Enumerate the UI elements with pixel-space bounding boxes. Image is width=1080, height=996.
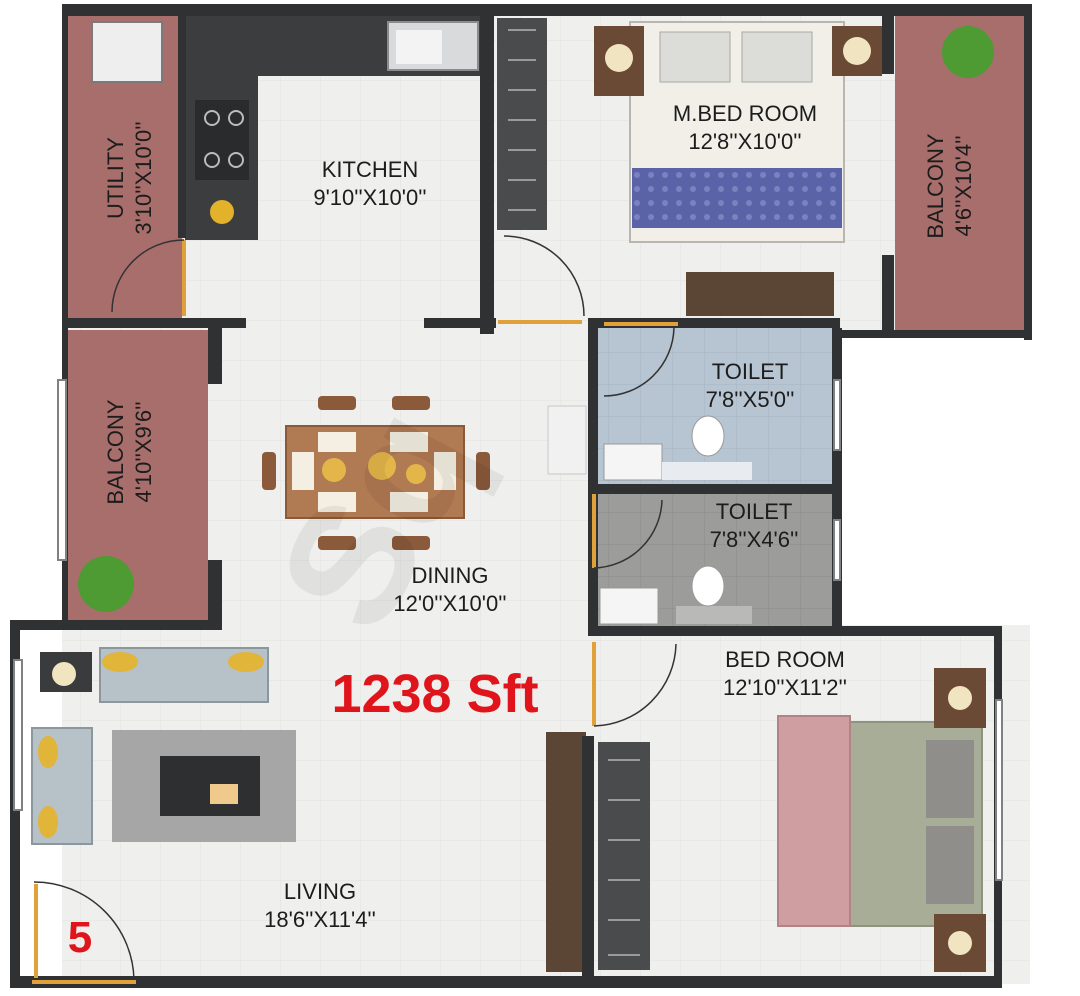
lamp <box>605 44 633 72</box>
room-name: BED ROOM <box>725 647 845 672</box>
bedroom-tv-unit <box>546 732 586 972</box>
washing-machine <box>91 21 163 83</box>
cushion <box>102 652 138 672</box>
room-label-kitchen: KITCHEN 9'10''X10'0'' <box>280 156 460 212</box>
burner <box>204 110 220 126</box>
tv-unit-lamp <box>52 662 76 686</box>
dining-chairs <box>262 396 490 550</box>
dining-centerpiece <box>368 452 396 480</box>
toilet-2-vanity <box>599 587 659 625</box>
kitchen-sink-basin <box>396 30 442 64</box>
room-size: 12'0''X10'0'' <box>393 591 507 616</box>
room-name: TOILET <box>715 499 793 524</box>
bedroom-bed-quilt <box>777 715 851 927</box>
bedroom-bed-pillow <box>926 740 974 818</box>
room-name: BALCONY <box>923 133 948 239</box>
room-name: TOILET <box>711 359 789 384</box>
bedroom-bed-pillow <box>926 826 974 904</box>
lamp <box>948 686 972 710</box>
toilet-1-wc <box>691 415 725 457</box>
lamp <box>948 931 972 955</box>
dining-plates <box>292 432 456 512</box>
room-size: 7'8''X5'0'' <box>705 387 795 412</box>
room-label-master-bedroom: M.BED ROOM 12'8''X10'0'' <box>640 100 850 156</box>
room-size: 12'10''X11'2'' <box>723 675 847 700</box>
wardrobe-bedroom <box>598 742 650 970</box>
room-name: BALCONY <box>103 399 128 505</box>
master-bed-pillow <box>741 31 813 83</box>
room-name: UTILITY <box>103 137 128 219</box>
room-size: 7'8''X4'6'' <box>709 527 799 552</box>
floor-right-empty <box>840 335 1080 625</box>
cushion <box>228 652 264 672</box>
kitchen-counter <box>185 16 485 240</box>
room-size: 12'8''X10'0'' <box>688 129 802 154</box>
plant <box>78 556 134 612</box>
lamp <box>843 37 871 65</box>
area-label: 1238 Sft <box>331 664 539 724</box>
room-label-living: LIVING 18'6''X11'4'' <box>220 878 420 934</box>
windows <box>13 379 1003 881</box>
room-name: M.BED ROOM <box>672 101 818 126</box>
wardrobe-master <box>497 18 547 230</box>
room-label-balcony-left: BALCONY 4'10''X9'6'' <box>102 352 158 552</box>
plant <box>942 26 994 78</box>
burner <box>228 152 244 168</box>
room-label-dining: DINING 12'0''X10'0'' <box>360 562 540 618</box>
room-name: DINING <box>411 563 489 588</box>
burner <box>228 110 244 126</box>
wash-basin <box>547 405 587 475</box>
toilet-2-counter <box>676 606 752 624</box>
room-label-toilet-2: TOILET 7'8''X4'6'' <box>674 498 834 554</box>
room-size: 18'6''X11'4'' <box>264 907 376 932</box>
room-label-toilet-1: TOILET 7'8''X5'0'' <box>670 358 830 414</box>
cushion <box>38 736 58 768</box>
cushion <box>38 806 58 838</box>
master-bed-pillow <box>659 31 731 83</box>
unit-number: 5 <box>67 913 93 962</box>
master-bed-quilt <box>632 168 842 228</box>
toilet-1-vanity <box>603 443 663 481</box>
room-size: 9'10''X10'0'' <box>313 185 427 210</box>
room-label-bedroom: BED ROOM 12'10''X11'2'' <box>680 646 890 702</box>
doors <box>32 235 678 984</box>
dining-centerpiece <box>322 458 346 482</box>
coffee-table-book <box>210 784 238 804</box>
wardrobe-master-hangers <box>508 29 536 211</box>
dining-centerpiece <box>406 464 426 484</box>
room-label-utility: UTILITY 3'10''X10'0'' <box>102 78 158 278</box>
wardrobe-bedroom-hangers <box>608 759 640 956</box>
toilet-1-counter <box>662 462 752 480</box>
toilet-2-wc <box>691 565 725 607</box>
room-size: 4'10''X9'6'' <box>131 401 156 503</box>
room-label-balcony-right: BALCONY 4'6''X10'4'' <box>922 86 978 286</box>
room-name: KITCHEN <box>321 157 419 182</box>
floor-left-empty <box>0 0 62 620</box>
room-size: 3'10''X10'0'' <box>131 121 156 235</box>
fruit-bowl <box>210 200 234 224</box>
room-name: LIVING <box>283 879 357 904</box>
burner <box>204 152 220 168</box>
room-size: 4'6''X10'4'' <box>951 135 976 237</box>
master-dresser <box>686 272 834 316</box>
